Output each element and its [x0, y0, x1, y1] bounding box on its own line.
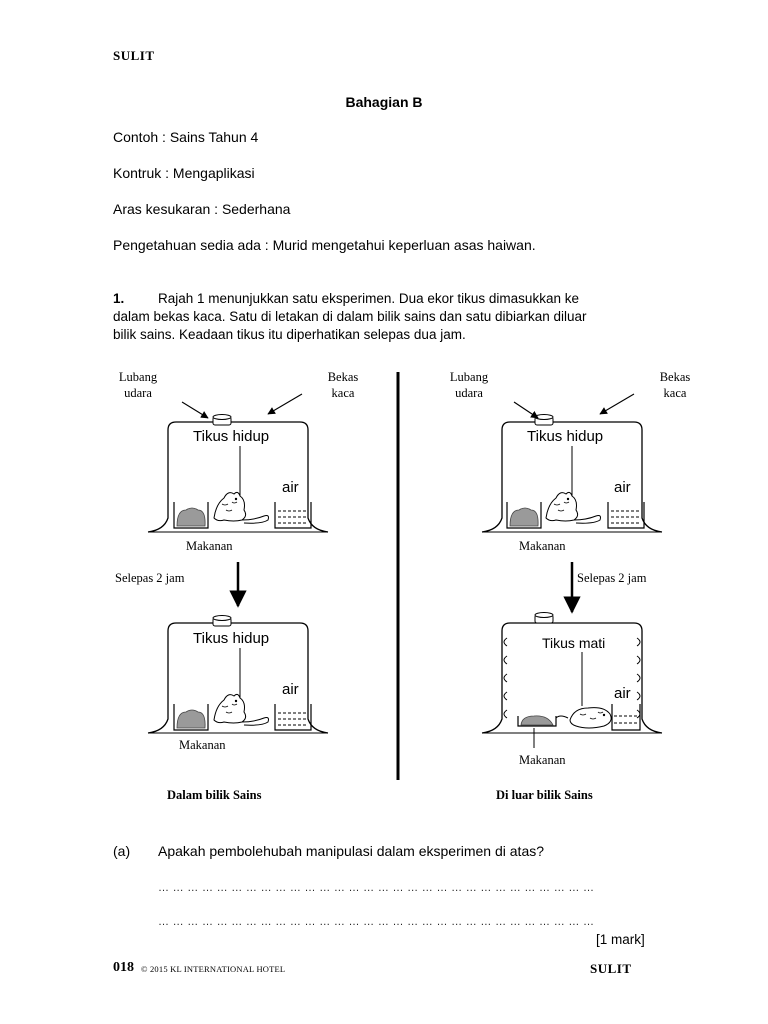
meta-konstruk: Kontruk : Mengaplikasi [113, 165, 255, 181]
left-bottom-mouse-label: Tikus hidup [193, 630, 270, 647]
footer-classification: SULIT [590, 961, 632, 976]
left-top-food-label: Makanan [186, 539, 233, 553]
experiment-diagram [147, 372, 663, 780]
left-bottom-water-label: air [282, 681, 299, 698]
section-title: Bahagian B [345, 94, 423, 110]
question-line-1: Rajah 1 menunjukkan satu eksperimen. Dua… [158, 291, 579, 306]
part-a-label: (a) [113, 843, 131, 859]
right-bottom-water-label: air [614, 685, 631, 702]
footer-copyright: © 2015 KL INTERNATIONAL HOTEL [141, 964, 286, 974]
left-bottom-food-label: Makanan [179, 738, 226, 752]
part-a-question: Apakah pembolehubah manipulasi dalam eks… [158, 843, 545, 859]
header-classification: SULIT [113, 48, 155, 63]
left-top-water-label: air [282, 479, 299, 496]
left-caption: Dalam bilik Sains [167, 788, 262, 802]
left-top-mouse-label: Tikus hidup [193, 428, 270, 445]
question-line-3: bilik sains. Keadaan tikus itu diperhati… [113, 327, 466, 342]
right-top-food-label: Makanan [519, 539, 566, 553]
answer-line-2[interactable]: … … … … … … … … … … … … … … … … … … … … … [158, 916, 598, 928]
marks-label: [1 mark] [596, 932, 645, 947]
right-bottom-food-label: Makanan [519, 753, 566, 767]
meta-contoh: Contoh : Sains Tahun 4 [113, 129, 259, 145]
right-top-mouse-label: Tikus hidup [527, 428, 604, 445]
right-bottom-mouse-label: Tikus mati [542, 635, 606, 651]
left-arrow-label: Selepas 2 jam [115, 571, 185, 585]
answer-line-1[interactable]: … … … … … … … … … … … … … … … … … … … … … [158, 882, 598, 894]
footer-page-code: 018 [113, 960, 134, 975]
right-top-water-label: air [614, 479, 631, 496]
left-bottom-jar [147, 615, 329, 734]
right-top-jar [481, 393, 663, 533]
right-arrow-label: Selepas 2 jam [577, 571, 647, 585]
question-number: 1. [113, 291, 125, 306]
right-caption: Di luar bilik Sains [496, 788, 593, 802]
right-bottom-jar [481, 612, 663, 748]
left-top-jar [147, 393, 329, 533]
question-line-2: dalam bekas kaca. Satu di letakan di dal… [113, 309, 587, 324]
meta-aras: Aras kesukaran : Sederhana [113, 201, 291, 217]
meta-pengetahuan: Pengetahuan sedia ada : Murid mengetahui… [113, 237, 536, 253]
